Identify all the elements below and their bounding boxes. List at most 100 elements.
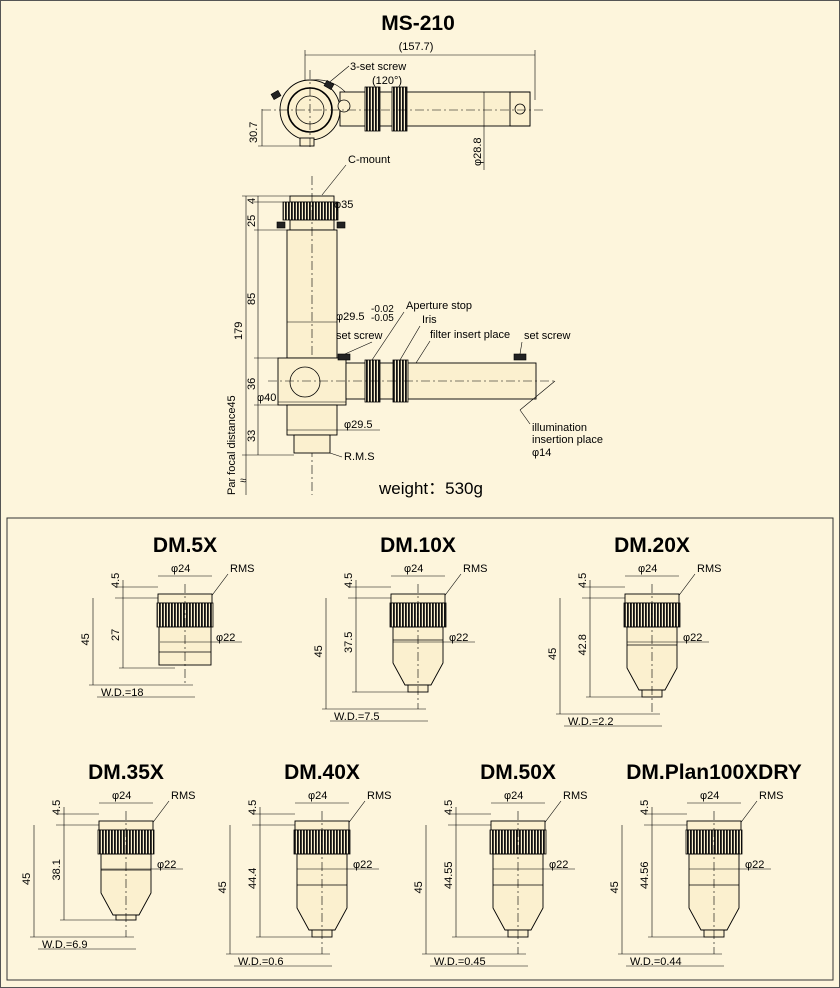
tol-upper: -0.02 <box>371 304 394 315</box>
objective-dim-total: 45 <box>21 873 33 885</box>
objective-name: DM.5X <box>153 534 217 557</box>
objective-rms-label: RMS <box>171 790 195 802</box>
objective-d24: φ24 <box>404 563 423 575</box>
objective-name: DM.Plan100XDRY <box>626 761 801 784</box>
objective-d22: φ22 <box>157 859 176 871</box>
objective-dim-total: 45 <box>413 881 425 893</box>
objective-name: DM.20X <box>614 534 690 557</box>
objective-1: DM.5X φ24 RMS φ22 4.5 27 45W.D.=18 <box>80 534 254 699</box>
par-focal-label: Par focal distance45 <box>226 395 238 495</box>
objective-5: DM.40X φ24 RMS φ22 4.5 44.4 45W.D.=0.6 <box>217 761 391 968</box>
objective-7: DM.Plan100XDRY φ24 RMS φ22 4.5 44.56 45W.D.=0.… <box>609 761 802 968</box>
objective-dim-total: 45 <box>80 633 92 645</box>
objective-dim-4-5: 4.5 <box>343 573 355 588</box>
objective-4: DM.35X φ24 RMS φ22 4.5 38.1 45W.D.=6.9 <box>21 761 195 951</box>
dim-85: 85 <box>246 293 258 305</box>
ms210-section: MS-210 (157.7) 3-set screw (120°) <box>226 12 603 498</box>
objective-name: DM.50X <box>480 761 556 784</box>
top-diameter-dim: φ28.8 <box>472 137 484 166</box>
objectives-frame <box>6 517 834 981</box>
objective-d22: φ22 <box>353 859 372 871</box>
weight-label: weight：530g <box>378 479 483 498</box>
objective-dim-4-5: 4.5 <box>443 800 455 815</box>
d40-label: φ40 <box>257 392 276 404</box>
objective-dim-length: 38.1 <box>51 859 63 880</box>
objective-d22: φ22 <box>683 632 702 644</box>
objective-dim-4-5: 4.5 <box>247 800 259 815</box>
illum-label-1: illumination <box>532 422 587 434</box>
objective-dim-4-5: 4.5 <box>639 800 651 815</box>
objective-wd: W.D.=6.9 <box>42 939 88 951</box>
top-length-dim: (157.7) <box>399 41 434 53</box>
aperture-stop-label: Aperture stop <box>406 300 472 312</box>
objective-dim-length: 42.8 <box>577 634 589 655</box>
objective-dim-total: 45 <box>609 881 621 893</box>
objective-dim-length: 27 <box>110 629 122 641</box>
top-view: (157.7) 3-set screw (120°) <box>248 41 545 170</box>
objective-6: DM.50X φ24 RMS φ22 4.5 44.55 45W.D.=0.45 <box>413 761 587 968</box>
dim-4: 4 <box>246 198 258 204</box>
objective-d24: φ24 <box>504 790 523 802</box>
objective-wd: W.D.=18 <box>101 687 144 699</box>
dim-179: 179 <box>233 322 245 340</box>
objective-name: DM.40X <box>284 761 360 784</box>
set-screw-3-label: 3-set screw <box>350 61 406 73</box>
objective-wd: W.D.=7.5 <box>334 711 380 723</box>
objective-wd: W.D.=2.2 <box>568 716 614 728</box>
objective-3: DM.20X φ24 RMS φ22 4.5 42.8 45W.D.=2.2 <box>547 534 721 728</box>
objective-d22: φ22 <box>449 632 468 644</box>
objective-d24: φ24 <box>638 563 657 575</box>
top-height-dim: 30.7 <box>248 122 260 143</box>
angle-label: (120°) <box>372 75 402 87</box>
objective-wd: W.D.=0.45 <box>434 956 486 968</box>
objective-dim-total: 45 <box>217 881 229 893</box>
objective-rms-label: RMS <box>759 790 783 802</box>
objective-d22: φ22 <box>216 632 235 644</box>
objective-rms-label: RMS <box>463 563 487 575</box>
objective-rms-label: RMS <box>367 790 391 802</box>
objective-d24: φ24 <box>308 790 327 802</box>
objective-rms-label: RMS <box>697 563 721 575</box>
objective-d22: φ22 <box>549 859 568 871</box>
objective-name: DM.10X <box>380 534 456 557</box>
dim-25: 25 <box>246 215 258 227</box>
objective-name: DM.35X <box>88 761 164 784</box>
d295-tol-label: φ29.5 <box>336 311 365 323</box>
objective-rms-label: RMS <box>230 563 254 575</box>
objective-dim-length: 44.4 <box>247 868 259 889</box>
rms-label: R.M.S <box>344 451 375 463</box>
objective-dim-4-5: 4.5 <box>577 573 589 588</box>
dim-33: 33 <box>246 430 258 442</box>
side-view: C-mount φ35 φ29.5 -0.02 -0.05 <box>226 154 603 495</box>
objective-d24: φ24 <box>171 563 190 575</box>
objective-dim-4-5: 4.5 <box>110 573 122 588</box>
tol-lower: -0.05 <box>371 313 394 324</box>
objective-rms-label: RMS <box>563 790 587 802</box>
objective-d24: φ24 <box>112 790 131 802</box>
objective-wd: W.D.=0.6 <box>238 956 284 968</box>
dim-36: 36 <box>246 378 258 390</box>
objective-wd: W.D.=0.44 <box>630 956 682 968</box>
objective-dim-4-5: 4.5 <box>51 800 63 815</box>
objective-dim-length: 37.5 <box>343 632 355 653</box>
illum-label-2: insertion place <box>532 434 603 446</box>
set-screw-left-label: set screw <box>336 330 383 342</box>
objective-dim-length: 44.56 <box>639 861 651 889</box>
d35-label: φ35 <box>334 199 353 211</box>
filter-insert-label: filter insert place <box>430 329 510 341</box>
iris-label: Iris <box>422 314 437 326</box>
objective-2: DM.10X φ24 RMS φ22 4.5 37.5 45W.D.=7.5 <box>313 534 487 723</box>
set-screw-right-label: set screw <box>524 330 571 342</box>
ms210-title: MS-210 <box>381 12 455 35</box>
objective-dim-total: 45 <box>313 645 325 657</box>
cmount-label: C-mount <box>348 154 390 166</box>
illum-label-3: φ14 <box>532 447 551 459</box>
objective-d22: φ22 <box>745 859 764 871</box>
objective-d24: φ24 <box>700 790 719 802</box>
objective-dim-length: 44.55 <box>443 861 455 889</box>
approx-mark: ≈ <box>240 475 246 487</box>
d295-label: φ29.5 <box>344 419 373 431</box>
objective-dim-total: 45 <box>547 648 559 660</box>
